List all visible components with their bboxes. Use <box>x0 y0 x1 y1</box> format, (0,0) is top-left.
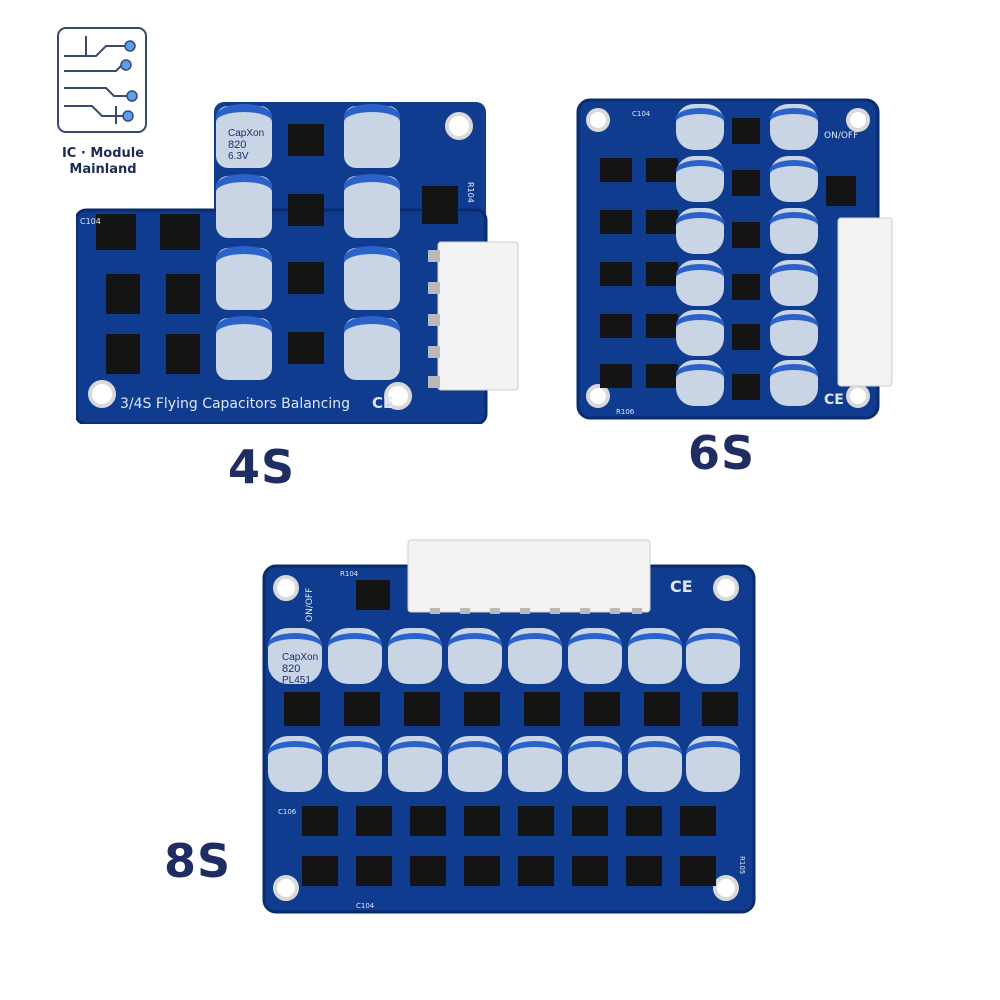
board-6s-ref-r106: R106 <box>616 408 635 416</box>
cap-voltage-label: 6.3V <box>228 151 249 162</box>
cap-brand-label: CapXon <box>228 128 264 139</box>
board-6s: ON/OFF CE C104 R106 <box>576 98 894 420</box>
cap8-series-label: PL451 <box>282 675 311 686</box>
board-4s: CapXon 820 6.3V 3/4S Flying Capacitors B… <box>74 102 520 426</box>
board-8s-graphic: CapXon 820 PL451 CE ON/OFF R104 C106 C10… <box>262 539 756 914</box>
board-8s-onoff: ON/OFF <box>305 588 315 622</box>
board-8s-ce-mark: CE <box>670 577 693 596</box>
label-6s: 6S <box>688 426 756 480</box>
board-6s-ref-c104: C104 <box>632 110 651 118</box>
circuit-icon <box>57 27 147 133</box>
brand-line-1: IC · Module <box>61 146 145 161</box>
board-4s-ref-r104: R104 <box>466 182 475 203</box>
board-6s-ce-mark: CE <box>824 392 844 408</box>
board-8s-ref-r104: R104 <box>340 570 359 578</box>
board-4s-ref-c104: C104 <box>80 217 101 226</box>
board-8s-ref-r105: R105 <box>738 856 746 874</box>
board-8s: CapXon 820 PL451 CE ON/OFF R104 C106 C10… <box>262 536 758 916</box>
board-4s-graphic: CapXon 820 6.3V 3/4S Flying Capacitors B… <box>74 102 519 426</box>
cap8-brand-label: CapXon <box>282 652 318 663</box>
board-4s-ce-mark: CE <box>372 394 393 412</box>
brand-name: IC · Module Mainland <box>40 146 166 178</box>
brand-logo <box>56 26 148 134</box>
label-8s: 8S <box>164 834 232 888</box>
board-4s-silkscreen: 3/4S Flying Capacitors Balancing <box>120 396 350 412</box>
board-8s-ref-c104: C104 <box>356 902 375 910</box>
cap8-value-label: 820 <box>282 663 300 675</box>
cap-value-label: 820 <box>228 139 246 151</box>
board-6s-onoff: ON/OFF <box>824 131 858 141</box>
brand-line-2: Mainland <box>69 162 137 177</box>
label-4s: 4S <box>228 440 296 494</box>
board-8s-ref-c106: C106 <box>278 808 297 816</box>
board-6s-graphic: ON/OFF CE C104 R106 <box>576 98 893 420</box>
